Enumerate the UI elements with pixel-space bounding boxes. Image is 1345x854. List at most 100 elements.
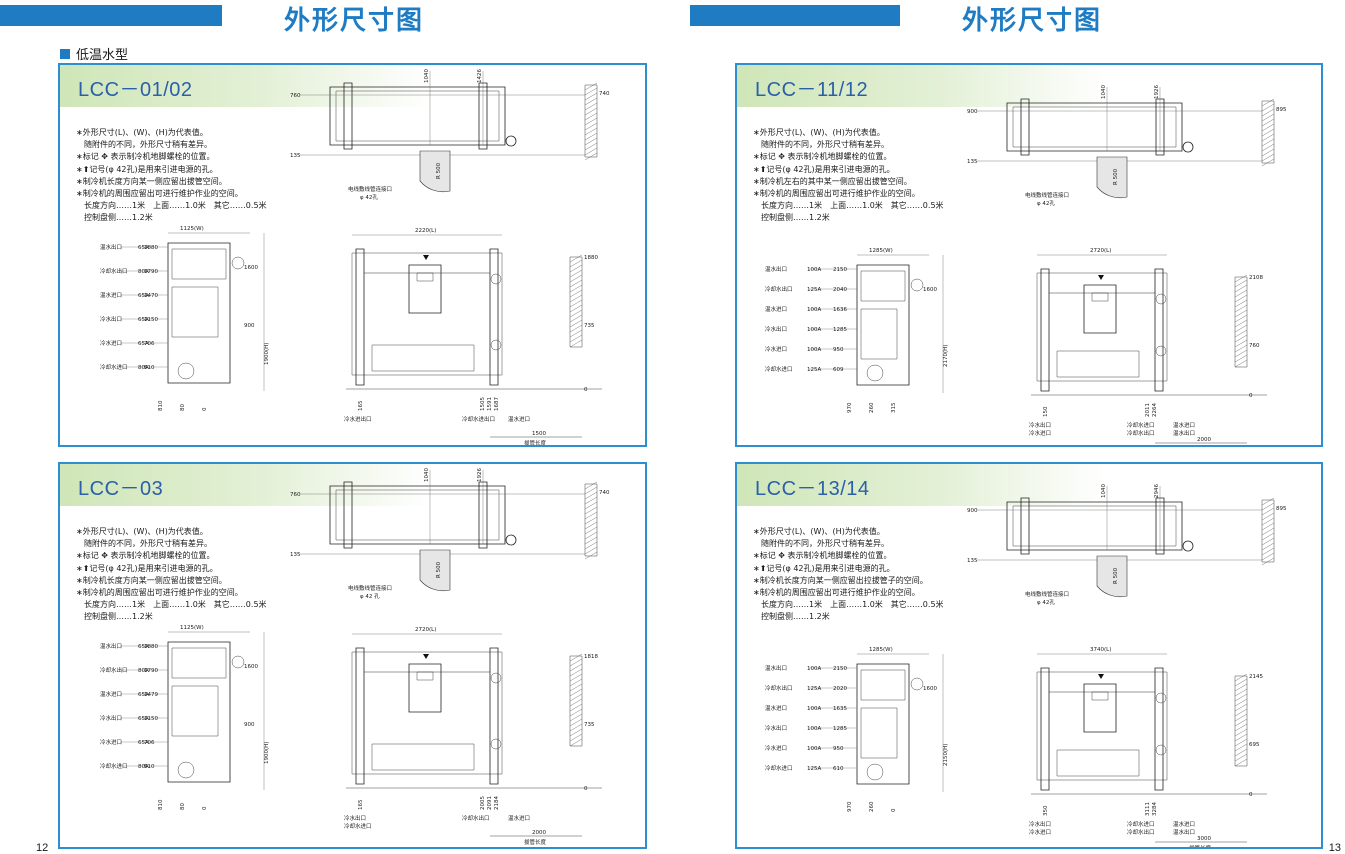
note-line: ∗标记 ✥ 表示制冷机地脚螺栓的位置。 <box>76 551 215 561</box>
top-view-flange <box>344 83 352 149</box>
front-right-header <box>490 648 498 784</box>
front-left-header <box>356 249 364 385</box>
top-view-body <box>1007 502 1182 550</box>
outlet-name: 冷水进口 <box>100 738 122 746</box>
front-right-top-dim: 2145 <box>1249 674 1263 680</box>
height-dim: 1900(H) <box>264 742 270 764</box>
side-view-pump <box>867 365 883 381</box>
panel-lcc-01-02: LCC－01/02∗外形尺寸(L)、(W)、(H)为代表值。随附件的不同，外形尺… <box>58 63 647 447</box>
front-bottom-dim: 3284 <box>1152 802 1158 816</box>
note-line: 随附件的不同，外形尺寸稍有差异。 <box>84 140 212 150</box>
front-left-header <box>1041 269 1049 391</box>
side-mid-dim: 1600 <box>923 686 937 692</box>
outlet-size: 65A <box>138 341 149 347</box>
front-bottom-dim: 2091 <box>487 796 493 810</box>
side-view-body <box>857 664 909 784</box>
radius-label: R 500 <box>436 162 442 179</box>
bottom-dim: 260 <box>869 801 875 812</box>
side-view-upper-shell <box>861 271 905 301</box>
cooling-water-outlet-label: 冷却水出口 <box>1127 429 1155 437</box>
top-view-body <box>330 486 505 544</box>
outlet-height: 706 <box>144 341 155 347</box>
outlet-name: 冷水出口 <box>100 315 122 323</box>
front-bottom-dim: 350 <box>1043 805 1049 816</box>
front-right-mid-dim: 735 <box>584 323 595 329</box>
cable-connector-label: 电线敷线管连接口 <box>1025 590 1069 598</box>
front-pipe-right <box>1156 693 1166 703</box>
outlet-height: 609 <box>833 367 844 373</box>
note-line: ∗制冷机左右的其中某一侧应留出拔管空间。 <box>753 176 912 186</box>
pipe-length-label: 拔管长度 <box>524 838 547 846</box>
power-inlet-arrow-icon <box>1098 275 1104 280</box>
cable-connector-label: 电线敷线管连接口 <box>348 584 392 592</box>
front-right-top-dim: 1880 <box>584 255 598 261</box>
note-line: ∗制冷机长度方向某一侧应留出拉拔管子的空间。 <box>753 575 928 585</box>
outlet-height: 1150 <box>144 317 158 323</box>
front-zero-dim: 0 <box>584 786 588 792</box>
height-dim: 2150(H) <box>943 744 949 766</box>
note-line: ∗外形尺寸(L)、(W)、(H)为代表值。 <box>76 128 208 137</box>
outlet-name: 冷水出口 <box>765 724 787 732</box>
outlet-height: 950 <box>833 347 844 353</box>
square-bullet-icon <box>60 48 70 59</box>
cooling-water-label: 冷却水进出口 <box>462 415 495 423</box>
panel-header: LCC－11/12 <box>737 65 1107 107</box>
wall-hatch-top <box>585 484 597 556</box>
note-line: ∗外形尺寸(L)、(W)、(H)为代表值。 <box>753 128 885 137</box>
pipe-length-value: 3000 <box>1197 836 1211 842</box>
length-dim: 2720(L) <box>415 627 436 633</box>
bottom-dim: 0 <box>891 808 897 812</box>
outlet-height: 1790 <box>144 269 158 275</box>
panel-header: LCC－03 <box>60 464 430 506</box>
hot-water-outlet-label: 温水出口 <box>1173 828 1195 836</box>
door-swing-area <box>420 151 450 192</box>
front-lower-shell <box>372 345 474 371</box>
outlet-height: 2150 <box>833 666 847 672</box>
top-view-pipe-end <box>1183 541 1193 551</box>
pipe-length-label: 拔管长度 <box>524 439 547 445</box>
top-view-pipe-end <box>506 136 516 146</box>
side-low-dim: 900 <box>244 323 255 329</box>
hot-water-inlet-label: 温水进口 <box>1173 820 1195 828</box>
control-panel <box>1084 285 1116 333</box>
outlet-name: 冷水进口 <box>100 339 122 347</box>
length-dim: 2220(L) <box>415 228 436 234</box>
side-view-body <box>857 265 909 385</box>
side-view-lower-shell <box>172 287 218 337</box>
outlet-size: 100A <box>807 726 821 732</box>
outlet-size: 80A <box>138 269 149 275</box>
note-line: 控制盘侧……1.2米 <box>84 213 153 223</box>
front-pipe-right <box>491 673 501 683</box>
side-view-upper-shell <box>861 670 905 700</box>
outlet-name: 温水出口 <box>100 243 122 251</box>
note-line: 控制盘侧……1.2米 <box>761 612 830 622</box>
outlet-name: 温水出口 <box>765 265 787 273</box>
bottom-dim: 810 <box>158 400 164 411</box>
outlet-size: 100A <box>807 307 821 313</box>
dim-top-b: 1426 <box>477 69 483 83</box>
cooling-water-label: 冷却水进口 <box>1127 820 1155 828</box>
spec-notes: ∗外形尺寸(L)、(W)、(H)为代表值。随附件的不同，外形尺寸稍有差异。∗标记… <box>753 127 983 225</box>
panel-lcc-03: LCC－03∗外形尺寸(L)、(W)、(H)为代表值。随附件的不同，外形尺寸稍有… <box>58 462 647 849</box>
left-page-title: 外形尺寸图 <box>284 6 425 36</box>
radius-label: R 500 <box>1113 168 1119 185</box>
outlet-size: 100A <box>807 746 821 752</box>
outlet-size: 65A <box>138 293 149 299</box>
front-lower-shell <box>1057 351 1139 377</box>
width-dim: 1125(W) <box>180 625 204 631</box>
door-swing-area <box>1097 157 1127 198</box>
cold-water-inlet-label: 冷却水进口 <box>344 822 372 830</box>
front-right-header <box>1155 269 1163 391</box>
right-page-title: 外形尺寸图 <box>962 6 1103 36</box>
top-view-inner <box>336 91 499 141</box>
note-line: 长度方向……1米 上面……1.0米 其它……0.5米 <box>84 600 267 610</box>
outlet-name: 冷却水进口 <box>100 762 128 770</box>
bottom-dim: 810 <box>158 799 164 810</box>
outlet-height: 510 <box>144 365 155 371</box>
power-inlet-arrow-icon <box>1098 674 1104 679</box>
front-pipe-right-low <box>491 340 501 350</box>
outlet-height: 1285 <box>833 327 847 333</box>
cooling-water-label: 冷却水进口 <box>1127 421 1155 429</box>
front-right-header <box>490 249 498 385</box>
